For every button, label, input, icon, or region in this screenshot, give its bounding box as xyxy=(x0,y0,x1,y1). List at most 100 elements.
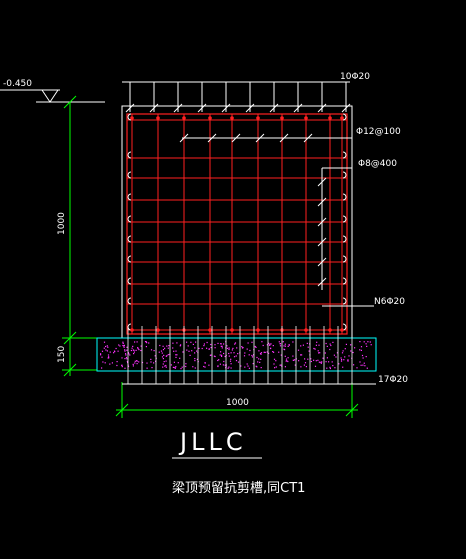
rebar-top-label: 10Φ20 xyxy=(340,72,370,82)
aggregate-dot xyxy=(104,362,106,364)
aggregate-dot xyxy=(317,359,319,361)
stirrup-tick xyxy=(279,133,289,143)
aggregate-dot xyxy=(188,350,190,352)
aggregate-dot xyxy=(318,344,320,346)
aggregate-dot xyxy=(146,342,148,344)
aggregate-dot xyxy=(328,361,330,363)
aggregate-dot xyxy=(126,346,128,348)
aggregate-dot xyxy=(249,349,251,352)
aggregate-dot xyxy=(134,341,136,343)
aggregate-dot xyxy=(132,349,134,351)
aggregate-dot xyxy=(304,358,306,360)
aggregate-dot xyxy=(282,341,284,343)
rebar-hook xyxy=(127,215,132,223)
aggregate-dot xyxy=(221,347,223,349)
aggregate-dot xyxy=(182,351,184,353)
top-tick-mark xyxy=(293,103,303,113)
concrete-base xyxy=(96,337,377,372)
rebar-hook xyxy=(342,255,347,263)
aggregate-dot xyxy=(347,360,349,362)
aggregate-dot xyxy=(230,367,232,369)
aggregate-dot xyxy=(179,345,181,347)
aggregate-dot xyxy=(166,345,168,347)
aggregate-dot xyxy=(230,363,232,365)
stirrup-annotation: Φ12@100 xyxy=(179,127,401,143)
aggregate-dot xyxy=(278,341,280,343)
aggregate-dot xyxy=(176,354,178,356)
aggregate-dot xyxy=(118,344,120,346)
rebar-hoop xyxy=(126,113,348,335)
aggregate-dot xyxy=(294,364,296,366)
aggregate-dot xyxy=(268,342,270,344)
aggregate-dot xyxy=(252,363,254,365)
aggregate-dot xyxy=(208,348,210,350)
aggregate-dot xyxy=(304,362,307,364)
aggregate-dot xyxy=(117,350,119,352)
aggregate-dot xyxy=(259,352,262,355)
rebar-hook xyxy=(127,297,132,305)
aggregate-dot xyxy=(126,349,128,351)
aggregate-dot xyxy=(345,343,347,345)
aggregate-dot xyxy=(364,365,366,367)
aggregate-dot xyxy=(170,364,172,366)
aggregate-dot xyxy=(194,358,196,360)
aggregate-dot xyxy=(124,358,126,360)
aggregate-dot xyxy=(248,367,250,369)
top-tick-mark xyxy=(341,103,351,113)
aggregate-dot xyxy=(284,366,286,368)
aggregate-dot xyxy=(251,354,253,357)
aggregate-dot xyxy=(298,360,300,362)
aggregate-dot xyxy=(329,343,331,345)
aggregate-dot xyxy=(203,343,205,345)
rebar-hook xyxy=(127,277,132,285)
aggregate-dot xyxy=(123,344,125,346)
aggregate-dot xyxy=(303,364,305,366)
aggregate-dot xyxy=(109,363,111,365)
aggregate-dot xyxy=(203,365,205,368)
rebar-hook xyxy=(127,171,132,179)
aggregate-dot xyxy=(194,347,196,349)
aggregate-dot xyxy=(107,357,109,359)
aggregate-dot xyxy=(266,344,268,346)
aggregate-dot xyxy=(173,361,175,363)
aggregate-dot xyxy=(165,366,167,368)
aggregate-dot xyxy=(228,355,230,357)
aggregate-dot xyxy=(102,361,104,363)
aggregate-dot xyxy=(244,366,246,368)
aggregate-dot xyxy=(329,366,331,368)
aggregate-dot xyxy=(133,351,135,353)
aggregate-dot xyxy=(125,354,127,356)
aggregate-dot xyxy=(360,364,362,366)
aggregate-dot xyxy=(315,344,317,346)
aggregate-dot xyxy=(258,358,260,360)
aggregate-dot xyxy=(240,365,242,367)
aggregate-dot xyxy=(283,345,285,347)
aggregate-dot xyxy=(219,354,221,356)
aggregate-dot xyxy=(132,345,134,347)
aggregate-dot xyxy=(359,341,361,343)
aggregate-dot xyxy=(133,353,135,355)
aggregate-dot xyxy=(228,347,230,349)
aggregate-dot xyxy=(287,357,289,359)
aggregate-dot xyxy=(316,341,318,343)
aggregate-dot xyxy=(261,341,263,343)
aggregate-dot xyxy=(138,349,140,351)
aggregate-dot xyxy=(176,342,178,344)
aggregate-dot xyxy=(146,362,148,364)
aggregate-dot xyxy=(260,358,262,360)
aggregate-dot xyxy=(221,355,223,357)
aggregate-dot xyxy=(326,357,328,359)
aggregate-dot xyxy=(359,361,361,363)
side-tick xyxy=(317,237,327,247)
aggregate-dot xyxy=(146,367,148,369)
aggregate-dot xyxy=(161,356,164,358)
aggregate-dot xyxy=(270,343,272,345)
aggregate-dot xyxy=(220,345,222,347)
aggregate-dot xyxy=(210,343,212,346)
aggregate-dot xyxy=(140,349,142,352)
aggregate-dot xyxy=(162,363,164,365)
aggregate-dot xyxy=(228,348,230,351)
aggregate-dot xyxy=(362,357,364,359)
aggregate-dot xyxy=(217,365,219,368)
